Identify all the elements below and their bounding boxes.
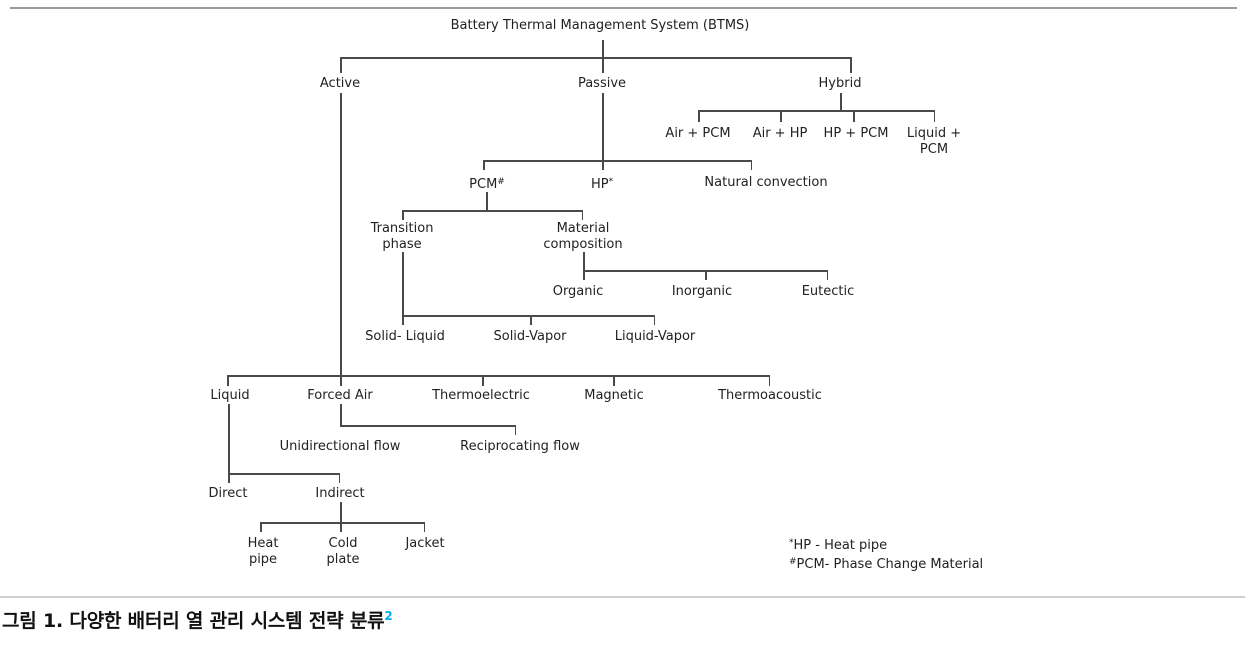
connector-inorganic-tick xyxy=(705,270,707,280)
node-liquid-vapor: Liquid-Vapor xyxy=(614,329,696,344)
top-divider xyxy=(10,7,1237,9)
connector-material-tick xyxy=(581,210,583,220)
node-forced-air: Forced Air xyxy=(307,388,373,403)
connector-hybrid-stem xyxy=(840,93,842,110)
node-material-composition: Material composition xyxy=(543,221,623,252)
connector-root-stem xyxy=(602,40,604,57)
connector-organic-tick xyxy=(583,270,585,280)
connector-thermoelectric-tick xyxy=(482,375,484,386)
node-indirect: Indirect xyxy=(315,486,365,501)
connector-passive-bar xyxy=(483,160,752,162)
footnote-pcm: #PCM- Phase Change Material xyxy=(789,554,983,573)
connector-pcm-bar xyxy=(402,210,583,212)
node-liquid: Liquid xyxy=(210,388,250,403)
connector-indirect-stem xyxy=(340,502,342,522)
node-natural-convection: Natural convection xyxy=(704,175,828,190)
node-pcm-superscript: # xyxy=(497,177,505,187)
connector-active-stem xyxy=(340,93,342,375)
node-hp-pcm: HP + PCM xyxy=(823,126,889,141)
node-cold-plate: Cold plate xyxy=(326,536,360,567)
connector-level2-bar xyxy=(340,57,851,59)
node-active: Active xyxy=(319,76,361,91)
node-eutectic: Eutectic xyxy=(801,284,855,299)
node-jacket: Jacket xyxy=(405,536,445,551)
connector-eutectic-tick xyxy=(826,270,828,280)
connector-hybrid-bar xyxy=(698,110,935,112)
connector-pcm-tick xyxy=(483,160,485,170)
connector-cold-plate-tick xyxy=(340,522,342,532)
footnote-pcm-text: PCM- Phase Change Material xyxy=(796,557,984,572)
node-thermoelectric: Thermoelectric xyxy=(432,388,530,403)
connector-active-bar xyxy=(227,375,770,377)
node-passive: Passive xyxy=(577,76,627,91)
node-pcm: PCM# xyxy=(469,175,505,193)
connector-natural-convection-tick xyxy=(750,160,752,170)
connector-solid-vapor-tick xyxy=(530,315,532,325)
connector-indirect-bar xyxy=(260,522,425,524)
node-hybrid: Hybrid xyxy=(818,76,862,91)
connector-hybrid-tick xyxy=(850,57,852,73)
connector-liquid-vapor-tick xyxy=(653,315,655,325)
footnote-pcm-marker: # xyxy=(789,557,797,567)
connector-magnetic-tick xyxy=(613,375,615,386)
connector-hp-pcm-tick xyxy=(853,110,855,122)
connector-hp-tick xyxy=(602,160,604,170)
node-hp: HP* xyxy=(591,175,613,193)
footnote-hp: *HP - Heat pipe xyxy=(789,535,983,554)
node-heat-pipe: Heat pipe xyxy=(247,536,279,567)
connector-liquid-tick xyxy=(227,375,229,386)
node-organic: Organic xyxy=(552,284,604,299)
bottom-divider xyxy=(0,596,1245,598)
connector-active-tick xyxy=(340,57,342,73)
connector-liquid-bar xyxy=(228,473,340,475)
node-unidirectional-flow: Unidirectional flow xyxy=(279,439,401,454)
figure-caption-reference-number: 2 xyxy=(384,609,393,623)
connector-forced-air-bar xyxy=(340,425,516,427)
node-pcm-label: PCM xyxy=(469,177,498,192)
connector-indirect-tick xyxy=(338,473,340,483)
footnotes: *HP - Heat pipe #PCM- Phase Change Mater… xyxy=(789,535,983,573)
node-reciprocating-flow: Reciprocating flow xyxy=(460,439,580,454)
connector-solid-liquid-tick xyxy=(402,315,404,325)
node-air-hp: Air + HP xyxy=(752,126,808,141)
node-transition-phase: Transition phase xyxy=(370,221,434,252)
connector-transition-tick xyxy=(402,210,404,220)
connector-reciprocating-tick xyxy=(514,425,516,435)
node-air-pcm: Air + PCM xyxy=(665,126,731,141)
footnote-hp-marker: * xyxy=(789,538,794,548)
node-solid-liquid: Solid- Liquid xyxy=(365,329,445,344)
connector-forced-air-tick xyxy=(340,375,342,386)
node-hp-label: HP xyxy=(590,177,609,192)
connector-thermoacoustic-tick xyxy=(768,375,770,386)
connector-material-stem xyxy=(583,252,585,270)
connector-liquid-stem xyxy=(228,404,230,473)
connector-heat-pipe-tick xyxy=(260,522,262,532)
node-thermoacoustic: Thermoacoustic xyxy=(718,388,822,403)
figure-caption-text: 그림 1. 다양한 배터리 열 관리 시스템 전략 분류 xyxy=(2,610,385,632)
connector-passive-stem xyxy=(602,93,604,160)
figure-caption: 그림 1. 다양한 배터리 열 관리 시스템 전략 분류2 xyxy=(2,606,393,633)
connector-air-hp-tick xyxy=(780,110,782,122)
connector-transition-bar xyxy=(402,315,655,317)
connector-liquid-pcm-tick xyxy=(933,110,935,122)
connector-jacket-tick xyxy=(423,522,425,532)
footnote-hp-text: HP - Heat pipe xyxy=(793,538,888,553)
node-liquid-pcm: Liquid + PCM xyxy=(906,126,962,157)
connector-air-pcm-tick xyxy=(698,110,700,122)
node-btms-root: Battery Thermal Management System (BTMS) xyxy=(450,18,750,33)
connector-forced-air-stem xyxy=(340,404,342,425)
node-hp-superscript: * xyxy=(608,177,614,187)
connector-direct-tick xyxy=(228,473,230,483)
node-direct: Direct xyxy=(208,486,248,501)
connector-pcm-stem xyxy=(486,192,488,210)
node-inorganic: Inorganic xyxy=(671,284,733,299)
node-solid-vapor: Solid-Vapor xyxy=(493,329,567,344)
connector-passive-tick xyxy=(602,57,604,73)
connector-transition-stem xyxy=(402,252,404,315)
node-magnetic: Magnetic xyxy=(584,388,644,403)
